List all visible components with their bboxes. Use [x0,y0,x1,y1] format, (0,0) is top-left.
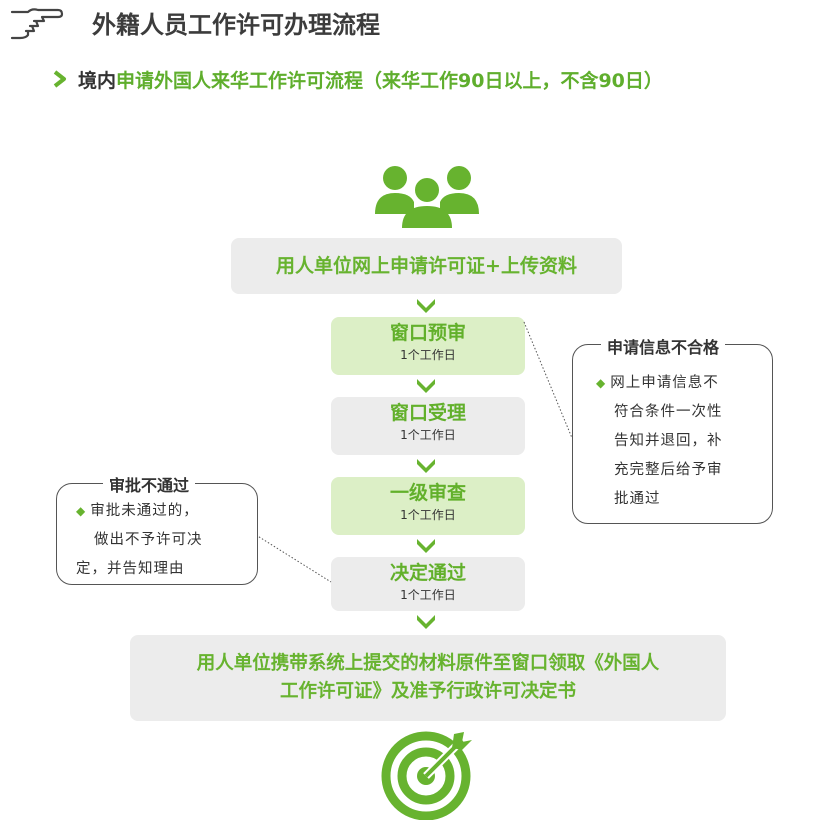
target-arrow-icon [381,731,472,820]
step-window-pre-review: 窗口预审 1个工作日 [331,317,525,375]
step-duration: 1个工作日 [400,588,456,602]
start-step-label: 用人单位网上申请许可证+上传资料 [276,255,577,277]
chevron-down-icon [417,615,435,629]
start-step-box: 用人单位网上申请许可证+上传资料 [231,238,622,294]
step-decision-approved: 决定通过 1个工作日 [331,557,525,611]
chevron-right-icon [53,70,66,88]
callout-invalid-info-title: 申请信息不合格 [601,334,726,358]
callout-invalid-info [572,344,773,524]
page-title: 外籍人员工作许可办理流程 [92,11,380,39]
callout-invalid-info-text: ◆网上申请信息不 符合条件一次性 告知并退回，补 充完整后给予审 批通过 [596,375,723,507]
subtitle: 境内申请外国人来华工作许可流程（来华工作90日以上，不含90日） [78,66,663,93]
chevron-down-icon [417,539,435,553]
step-first-level-review: 一级审查 1个工作日 [331,477,525,535]
diamond-bullet-icon: ◆ [596,376,607,390]
chevron-down-icon [417,299,435,313]
diamond-bullet-icon: ◆ [76,504,87,518]
step-duration: 1个工作日 [400,348,456,362]
end-step-line-2: 工作许可证》及准予行政许可决定书 [279,681,576,702]
chevron-down-icon [417,459,435,473]
step-duration: 1个工作日 [400,508,456,522]
step-window-acceptance: 窗口受理 1个工作日 [331,397,525,455]
subtitle-prefix: 境内 [78,70,117,92]
step-title: 决定通过 [389,562,466,584]
callout-approval-rejected [56,483,258,585]
subtitle-main: 申请外国人来华工作许可流程（来华工作90日以上，不含90日） [116,70,663,92]
end-step-line-1: 用人单位携带系统上提交的材料原件至窗口领取《外国人 [196,653,660,674]
callout-approval-rejected-text: ◆审批未通过的， 做出不予许可决 定，并告知理由 [76,503,203,577]
pointing-hand-icon [10,8,64,40]
step-title: 一级审查 [389,482,466,504]
step-title: 窗口受理 [389,402,466,424]
people-group-icon [375,166,479,228]
callout-approval-rejected-title: 审批不通过 [103,472,196,496]
step-title: 窗口预审 [389,322,466,344]
step-duration: 1个工作日 [400,428,456,442]
end-step-box: 用人单位携带系统上提交的材料原件至窗口领取《外国人 工作许可证》及准予行政许可决… [130,635,726,721]
chevron-down-icon [417,379,435,393]
